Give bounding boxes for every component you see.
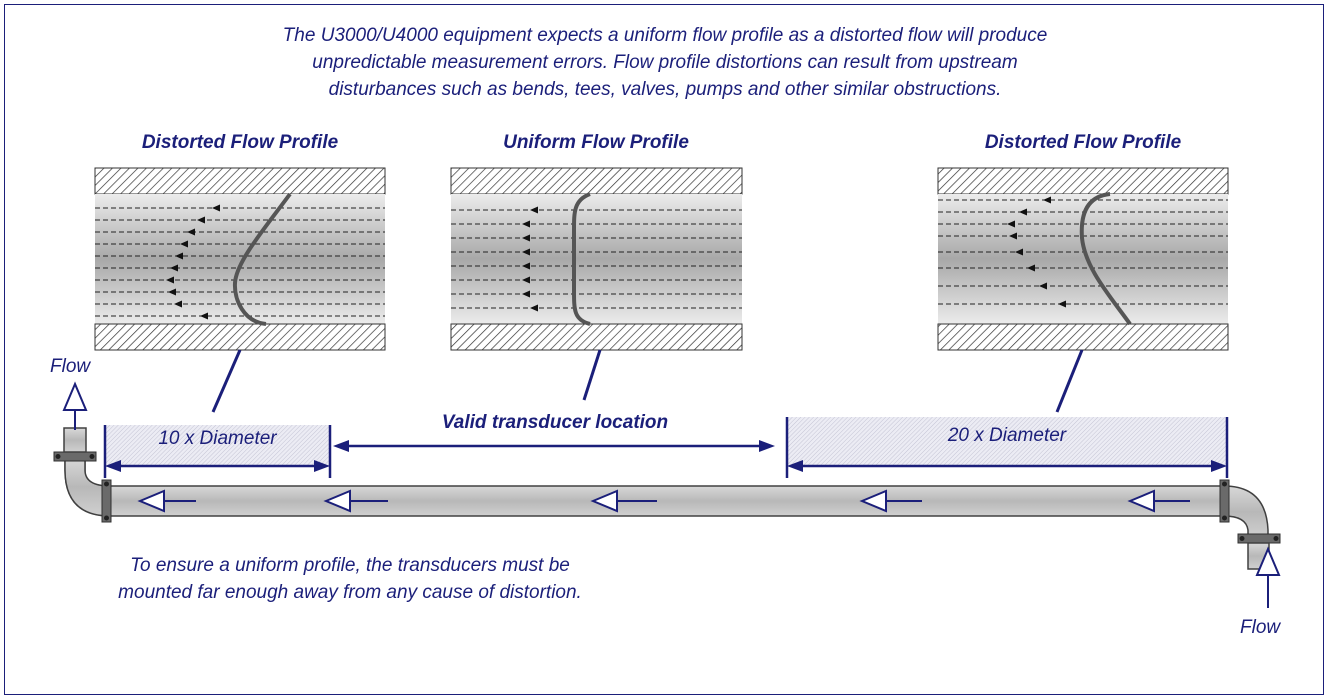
- dimension-arrowheads: [105, 440, 1227, 472]
- profile-title-center: Uniform Flow Profile: [503, 132, 689, 153]
- footer-text: To ensure a uniform profile, the transdu…: [0, 552, 700, 606]
- velocity-profile-curve: [232, 192, 292, 326]
- pipe-body: [109, 485, 1225, 517]
- diameter-label-right: 20 x Diameter: [947, 425, 1067, 446]
- profile-box-right: [937, 167, 1229, 351]
- diameter-region-left: [105, 425, 330, 467]
- diameter-label-left: 10 x Diameter: [158, 428, 277, 449]
- elbow-right: [1223, 485, 1269, 539]
- intro-line-3: disturbances such as bends, tees, valves…: [328, 79, 1002, 100]
- footer-line-1: To ensure a uniform profile, the transdu…: [130, 555, 570, 576]
- pointer-center: [582, 349, 602, 401]
- flow-direction-left: [62, 381, 88, 430]
- diameter-region-right: [787, 417, 1227, 467]
- profile-box-center: [450, 167, 743, 351]
- pipe-wall-bottom: [450, 323, 743, 351]
- profile-title-right: Distorted Flow Profile: [984, 132, 1182, 153]
- pipe-wall-top: [450, 167, 743, 195]
- pipe-wall-top: [94, 167, 386, 195]
- velocity-profile-curve: [1079, 192, 1132, 326]
- intro-line-2: unpredictable measurement errors. Flow p…: [312, 52, 1018, 73]
- velocity-arrowheads: [166, 204, 220, 320]
- valid-location-label: Valid transducer location: [441, 412, 669, 433]
- pointer-right: [1055, 349, 1084, 413]
- streamlines: [451, 209, 742, 309]
- pipe-wall-top: [937, 167, 1229, 195]
- flow-direction-right: [1255, 546, 1281, 608]
- profile-title-left: Distorted Flow Profile: [141, 132, 339, 153]
- diagram-frame: [4, 4, 1324, 695]
- flow-arrows: [137, 489, 1190, 513]
- flow-label-right: Flow: [1240, 617, 1281, 638]
- pipe-stub-left: [63, 427, 87, 453]
- velocity-arrowheads: [522, 206, 538, 312]
- profile-box-left: [94, 167, 386, 351]
- intro-text: The U3000/U4000 equipment expects a unif…: [0, 22, 1330, 103]
- pointer-left: [211, 349, 242, 413]
- intro-line-1: The U3000/U4000 equipment expects a unif…: [282, 25, 1048, 46]
- flow-label-left: Flow: [50, 356, 91, 377]
- pipe-interior: [451, 194, 742, 324]
- pipe-wall-bottom: [937, 323, 1229, 351]
- dimension-lines: [103, 417, 1229, 478]
- velocity-arrowheads: [1007, 196, 1066, 308]
- profile-pointers: [211, 349, 1084, 413]
- footer-line-2: mounted far enough away from any cause o…: [118, 582, 582, 603]
- pipe-wall-bottom: [94, 323, 386, 351]
- velocity-profile-curve: [572, 192, 591, 326]
- main-pipe: [64, 455, 1269, 539]
